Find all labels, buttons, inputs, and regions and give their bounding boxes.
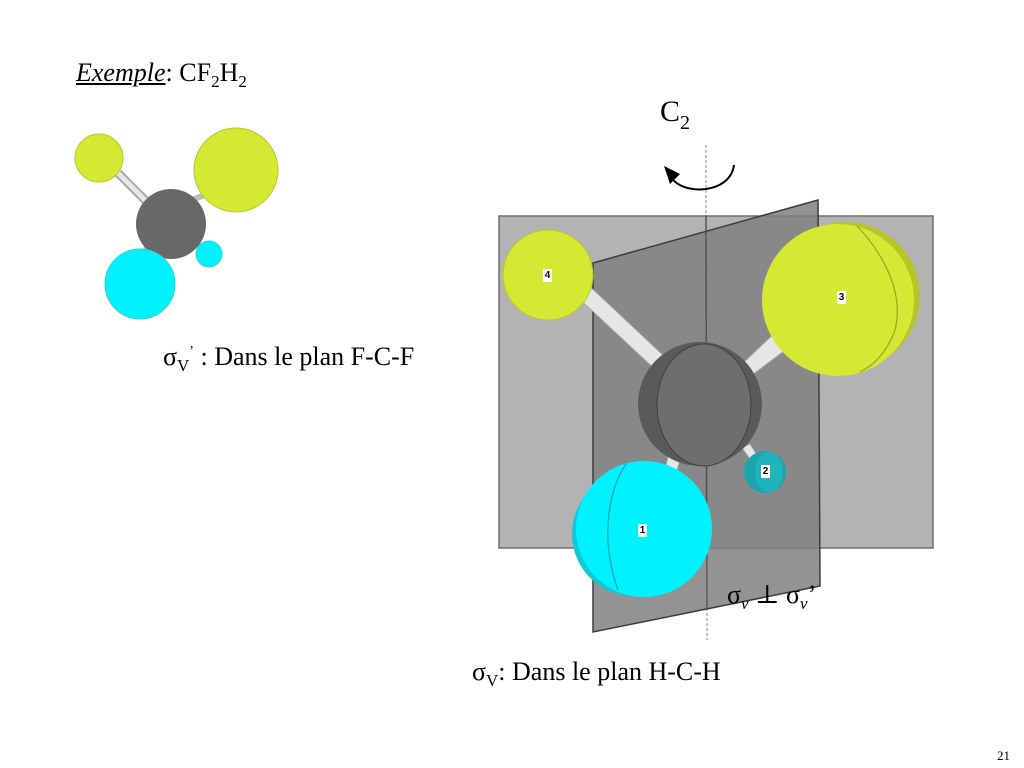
rotation-arrowhead-icon xyxy=(664,166,680,184)
hydrogen-atom xyxy=(195,240,223,268)
title-prefix: Exemple xyxy=(76,58,166,87)
small-molecule xyxy=(74,127,279,320)
sigma-v-caption: σV: Dans le plan H-C-H xyxy=(472,657,721,690)
carbon-atom xyxy=(136,189,206,259)
sigma-symbol: σ xyxy=(786,580,801,609)
c2-label: C2 xyxy=(660,95,691,134)
rotation-arrow-icon xyxy=(671,164,735,191)
perpendicular-symbol: ⊥ xyxy=(748,580,787,609)
sigma-symbol: σ xyxy=(163,342,178,371)
sigma-symbol: σ xyxy=(472,657,487,686)
fluorine-atom xyxy=(193,127,279,213)
perpendicular-relation: σv ⊥ σv’ xyxy=(727,580,817,613)
slide-title: Exemple: CF2H2 xyxy=(76,58,247,91)
title-colon: : xyxy=(165,58,180,87)
atom-label-2: 2 xyxy=(761,465,770,478)
sigma-sub: V xyxy=(486,671,499,690)
prime-symbol: ’ xyxy=(807,580,817,609)
sigma-sub: v xyxy=(800,594,808,613)
sigma-v-prime-text: : Dans le plan F-C-F xyxy=(193,342,415,371)
hydrogen-atom xyxy=(104,248,176,320)
c2-letter: C xyxy=(660,95,681,128)
formula-sub-h: 2 xyxy=(238,72,247,91)
sigma-v-prime-caption: σV’ : Dans le plan F-C-F xyxy=(163,342,415,375)
sigma-symbol: σ xyxy=(727,580,742,609)
sigma-v-text: : Dans le plan H-C-H xyxy=(498,657,721,686)
c2-subscript: 2 xyxy=(680,112,691,134)
sigma-sub: v xyxy=(741,594,749,613)
atom-label-1: 1 xyxy=(638,524,647,537)
sigma-sub: V xyxy=(177,356,190,375)
formula-cf: CF xyxy=(179,58,212,87)
fluorine-atom xyxy=(74,133,124,183)
atom-label-3: 3 xyxy=(837,291,846,304)
sigma-prime: ’ xyxy=(189,344,194,359)
page-number: 21 xyxy=(997,748,1010,763)
formula-sub-f: 2 xyxy=(211,72,220,91)
atom-label-4: 4 xyxy=(543,269,552,282)
formula-h: H xyxy=(219,58,239,87)
